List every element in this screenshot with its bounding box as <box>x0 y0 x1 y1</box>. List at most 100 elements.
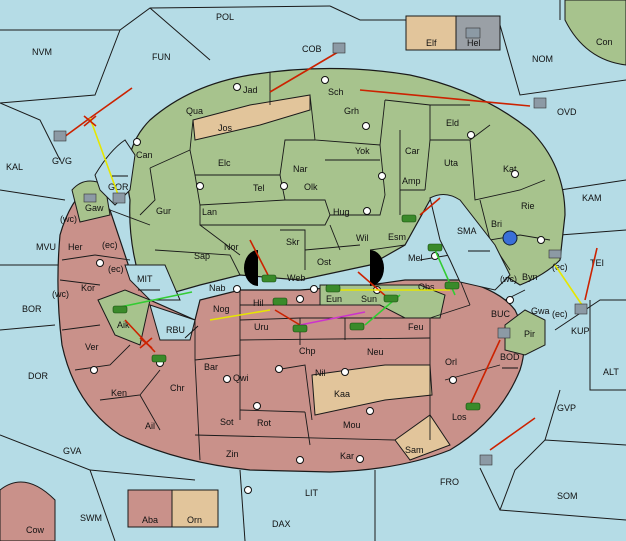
province-jos[interactable] <box>192 94 311 141</box>
label-tel: Tel <box>253 183 265 193</box>
province-pir[interactable] <box>504 309 546 356</box>
sea-sma: SMA <box>457 226 477 236</box>
army-icon[interactable] <box>444 281 460 290</box>
army-icon[interactable] <box>383 294 399 303</box>
legend-orn-label: Orn <box>187 515 202 525</box>
label-lan: Lan <box>202 207 217 217</box>
label-can: Can <box>136 150 153 160</box>
sea-mit: MIT <box>137 274 153 284</box>
army-icon[interactable] <box>427 243 443 252</box>
army-icon[interactable] <box>261 274 277 283</box>
label-chp: Chp <box>299 346 316 356</box>
label-grh: Grh <box>344 106 359 116</box>
sea-cow: Cow <box>26 525 45 535</box>
army-icon[interactable] <box>272 297 288 306</box>
label-pir: Pir <box>524 329 535 339</box>
canal-west <box>244 250 258 286</box>
fleet-icon[interactable] <box>497 327 511 339</box>
label-uru: Uru <box>254 322 269 332</box>
fleet-icon[interactable] <box>83 193 97 203</box>
fleet-icon[interactable] <box>112 192 126 204</box>
army-icon[interactable] <box>349 322 365 331</box>
province-labels: Jad Sch Qua Jos Grh Eld Can Elc Nar Yok … <box>68 85 550 461</box>
sea-tei: TEI <box>590 258 604 268</box>
label-eun: Eun <box>326 294 342 304</box>
label-jos: Jos <box>218 123 233 133</box>
inner-borders-south <box>59 254 526 461</box>
label-kaa: Kaa <box>334 389 350 399</box>
fleet-icon[interactable] <box>533 97 547 109</box>
label-hug: Hug <box>333 207 350 217</box>
legend-elf-label: Elf <box>426 38 437 48</box>
label-web: Web <box>287 273 305 283</box>
army-icon[interactable] <box>292 324 308 333</box>
coast-kor-ec: (ec) <box>108 264 124 274</box>
label-sap: Sap <box>194 251 210 261</box>
label-bar: Bar <box>204 362 218 372</box>
label-sot: Sot <box>220 417 234 427</box>
province-sam[interactable] <box>394 414 451 461</box>
sea-mvu: MVU <box>36 242 56 252</box>
legend-hel-label: Hel <box>467 38 481 48</box>
sea-som: SOM <box>557 491 578 501</box>
army-icon[interactable] <box>401 214 417 223</box>
label-nog: Nog <box>213 304 230 314</box>
label-sam: Sam <box>405 445 424 455</box>
label-wil: Wil <box>356 233 369 243</box>
sea-gva: GVA <box>63 446 81 456</box>
label-kar: Kar <box>340 451 354 461</box>
fleets <box>53 27 588 466</box>
sea-cob: COB <box>302 44 322 54</box>
canal-east <box>370 250 384 286</box>
label-los: Los <box>452 412 467 422</box>
province-kaa[interactable] <box>311 364 433 416</box>
label-ken: Ken <box>111 388 127 398</box>
army-icon[interactable] <box>325 284 341 293</box>
fleet-icon[interactable] <box>53 130 67 142</box>
legend-aba-box <box>127 489 173 528</box>
sea-kam: KAM <box>582 193 602 203</box>
coast-byn-wc: (wc) <box>500 274 517 284</box>
coast-kor-wc: (wc) <box>52 289 69 299</box>
sea-fro: FRO <box>440 477 459 487</box>
sea-alt: ALT <box>603 367 619 377</box>
label-uta: Uta <box>444 158 458 168</box>
supply-centers <box>90 76 545 494</box>
neutral-unit-icon[interactable] <box>502 230 518 246</box>
label-ail: Ail <box>145 421 155 431</box>
label-gaw: Gaw <box>85 203 104 213</box>
label-nar: Nar <box>293 164 308 174</box>
army-icon[interactable] <box>112 305 128 314</box>
legend-aba-label: Aba <box>142 515 158 525</box>
label-gwa: Gwa <box>531 306 550 316</box>
fleet-icon[interactable] <box>479 454 493 466</box>
sea-pol: POL <box>216 12 234 22</box>
fleet-icon[interactable] <box>548 249 562 259</box>
sea-nom: NOM <box>532 54 553 64</box>
fleet-icon[interactable] <box>574 303 588 315</box>
label-sch: Sch <box>328 87 344 97</box>
fleet-icon[interactable] <box>332 42 346 54</box>
label-gur: Gur <box>156 206 171 216</box>
label-esm: Esm <box>388 232 406 242</box>
province-cow[interactable] <box>0 481 56 541</box>
label-ver: Ver <box>85 342 99 352</box>
label-nil: Nil <box>315 368 326 378</box>
fleet-icon-legend <box>465 27 481 39</box>
sea-buc: BUC <box>491 309 511 319</box>
coast-gaw-wc: (wc) <box>60 214 77 224</box>
inner-borders-north <box>94 72 551 276</box>
label-mel: Mel <box>408 253 423 263</box>
sea-kup: KUP <box>571 326 590 336</box>
army-icon[interactable] <box>465 402 481 411</box>
army-icon[interactable] <box>151 354 167 363</box>
sea-gvg: GVG <box>52 156 72 166</box>
sea-con: Con <box>596 37 613 47</box>
legend-elf-box <box>405 15 457 51</box>
orders <box>59 51 598 451</box>
label-ost: Ost <box>317 257 332 267</box>
coast-gwa-ec: (ec) <box>552 309 568 319</box>
label-car: Car <box>405 146 420 156</box>
label-skr: Skr <box>286 237 300 247</box>
